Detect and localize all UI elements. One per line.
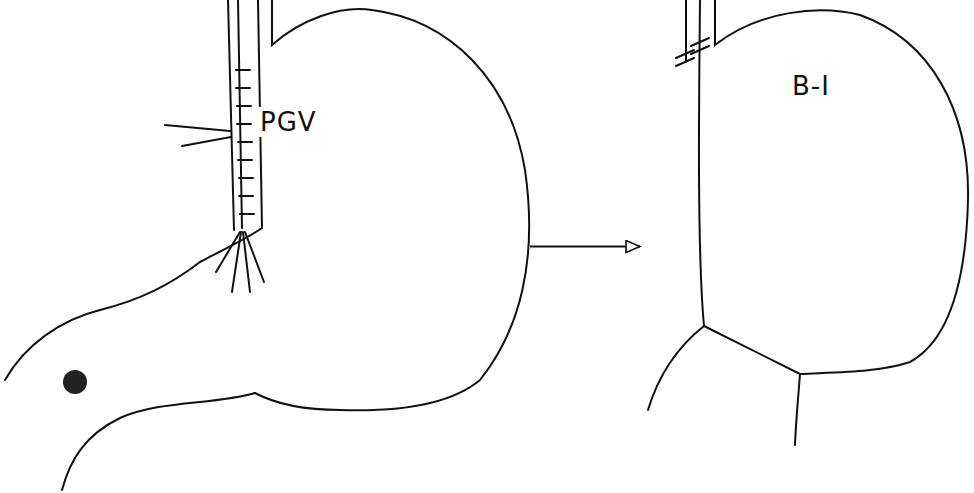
organ-line (648, 326, 704, 410)
organ-line (236, 69, 250, 71)
organ-line (691, 38, 709, 46)
organ-line (239, 195, 253, 197)
organ-line (236, 87, 250, 89)
organ-line (704, 326, 800, 374)
organ-line (165, 125, 230, 131)
organ-line (255, 0, 529, 410)
organ-line (232, 232, 241, 292)
organ-line (237, 105, 251, 107)
transition-arrow (530, 246, 640, 248)
organ-line (182, 137, 231, 146)
organ-line (237, 123, 251, 125)
organ-line (676, 58, 694, 66)
organ-line (228, 0, 234, 230)
label-holder: PGV (258, 108, 319, 137)
procedure-label: B-I (790, 71, 832, 101)
organ-line (5, 262, 200, 380)
organ-line (62, 393, 255, 490)
organ-line (238, 159, 252, 161)
organ-line (238, 0, 242, 228)
procedure-label: PGV (258, 107, 319, 137)
label-holder: B-I (790, 72, 832, 101)
organ-line (245, 232, 264, 282)
stomach-before: PGV (0, 0, 530, 493)
ulcer-mark (63, 370, 87, 394)
organ-line (691, 46, 709, 54)
organ-outline (0, 0, 530, 493)
stomach-after: B-I (640, 0, 974, 493)
organ-line (795, 374, 800, 445)
organ-line (239, 177, 253, 179)
organ-line (240, 213, 254, 215)
organ-line (715, 0, 968, 374)
organ-line (238, 141, 252, 143)
